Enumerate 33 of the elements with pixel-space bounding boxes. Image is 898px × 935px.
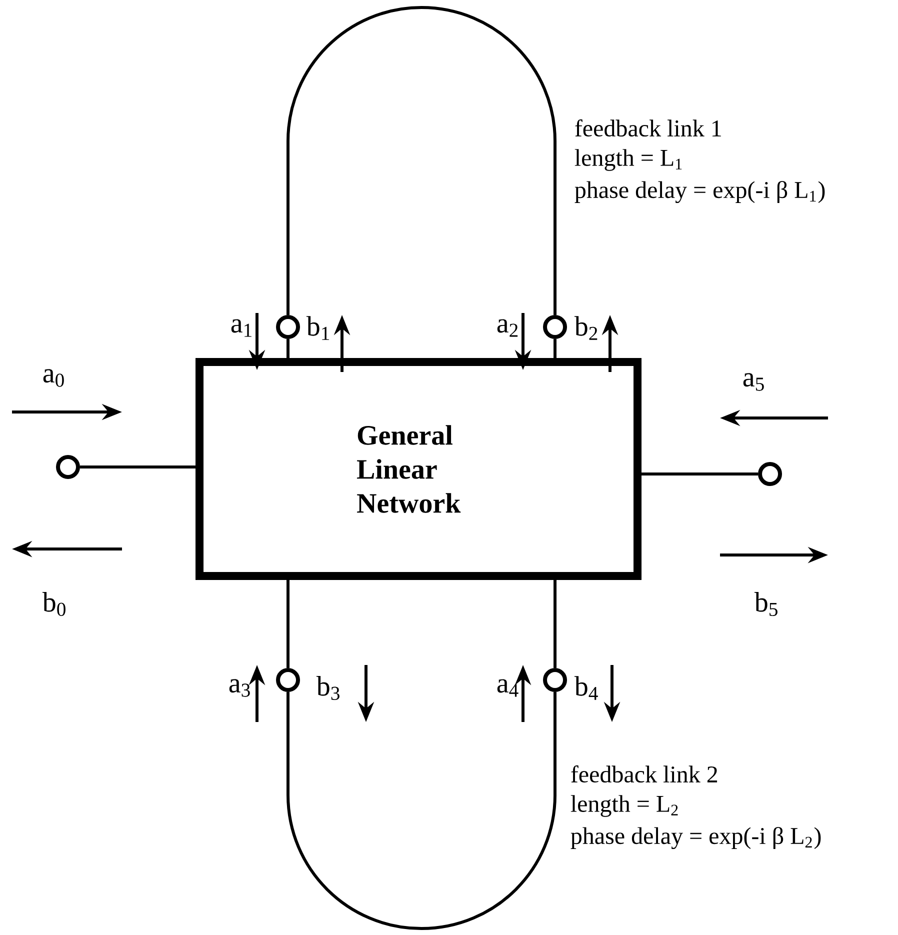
port-label: b$_{3}$ [316,676,340,700]
port-label: a$_{1}$ [231,319,252,337]
port-label: b$_{1}$ [306,316,330,340]
port-label: a$_{4}$ [497,679,518,697]
port-line [554,580,557,668]
port-label: a$_{0}$ [43,369,64,387]
port-label: b$_{4}$ [574,676,598,700]
port-label: b$_{5}$ [754,592,778,616]
port-line [80,466,196,468]
port-circle [56,455,80,479]
feedback-loop [286,692,557,930]
port-label: a$_{3}$ [229,679,250,697]
feedback-note: length = L$_{1}$ [574,149,682,171]
network-box: General Linear Network [196,358,642,580]
port-line [554,339,557,358]
port-circle [543,315,568,339]
port-line [642,472,758,476]
feedback-note: phase delay = exp(-i β L$_{2}$) [570,826,821,850]
port-circle [543,668,568,692]
feedback-note: feedback link 1 [575,119,721,137]
feedback-note: feedback link 2 [571,765,718,783]
feedback-note: length = L$_{2}$ [570,795,678,817]
port-circle [276,668,300,692]
feedback-loop [286,6,557,315]
port-circle [758,462,782,486]
port-label: b$_{0}$ [42,592,66,616]
port-label: a$_{2}$ [497,319,518,337]
port-line [286,339,290,358]
port-line [286,580,290,668]
port-label: b$_{2}$ [574,316,598,340]
port-label: a$_{5}$ [743,373,764,391]
port-circle [276,315,300,339]
feedback-note: phase delay = exp(-i β L$_{1}$) [574,180,825,204]
